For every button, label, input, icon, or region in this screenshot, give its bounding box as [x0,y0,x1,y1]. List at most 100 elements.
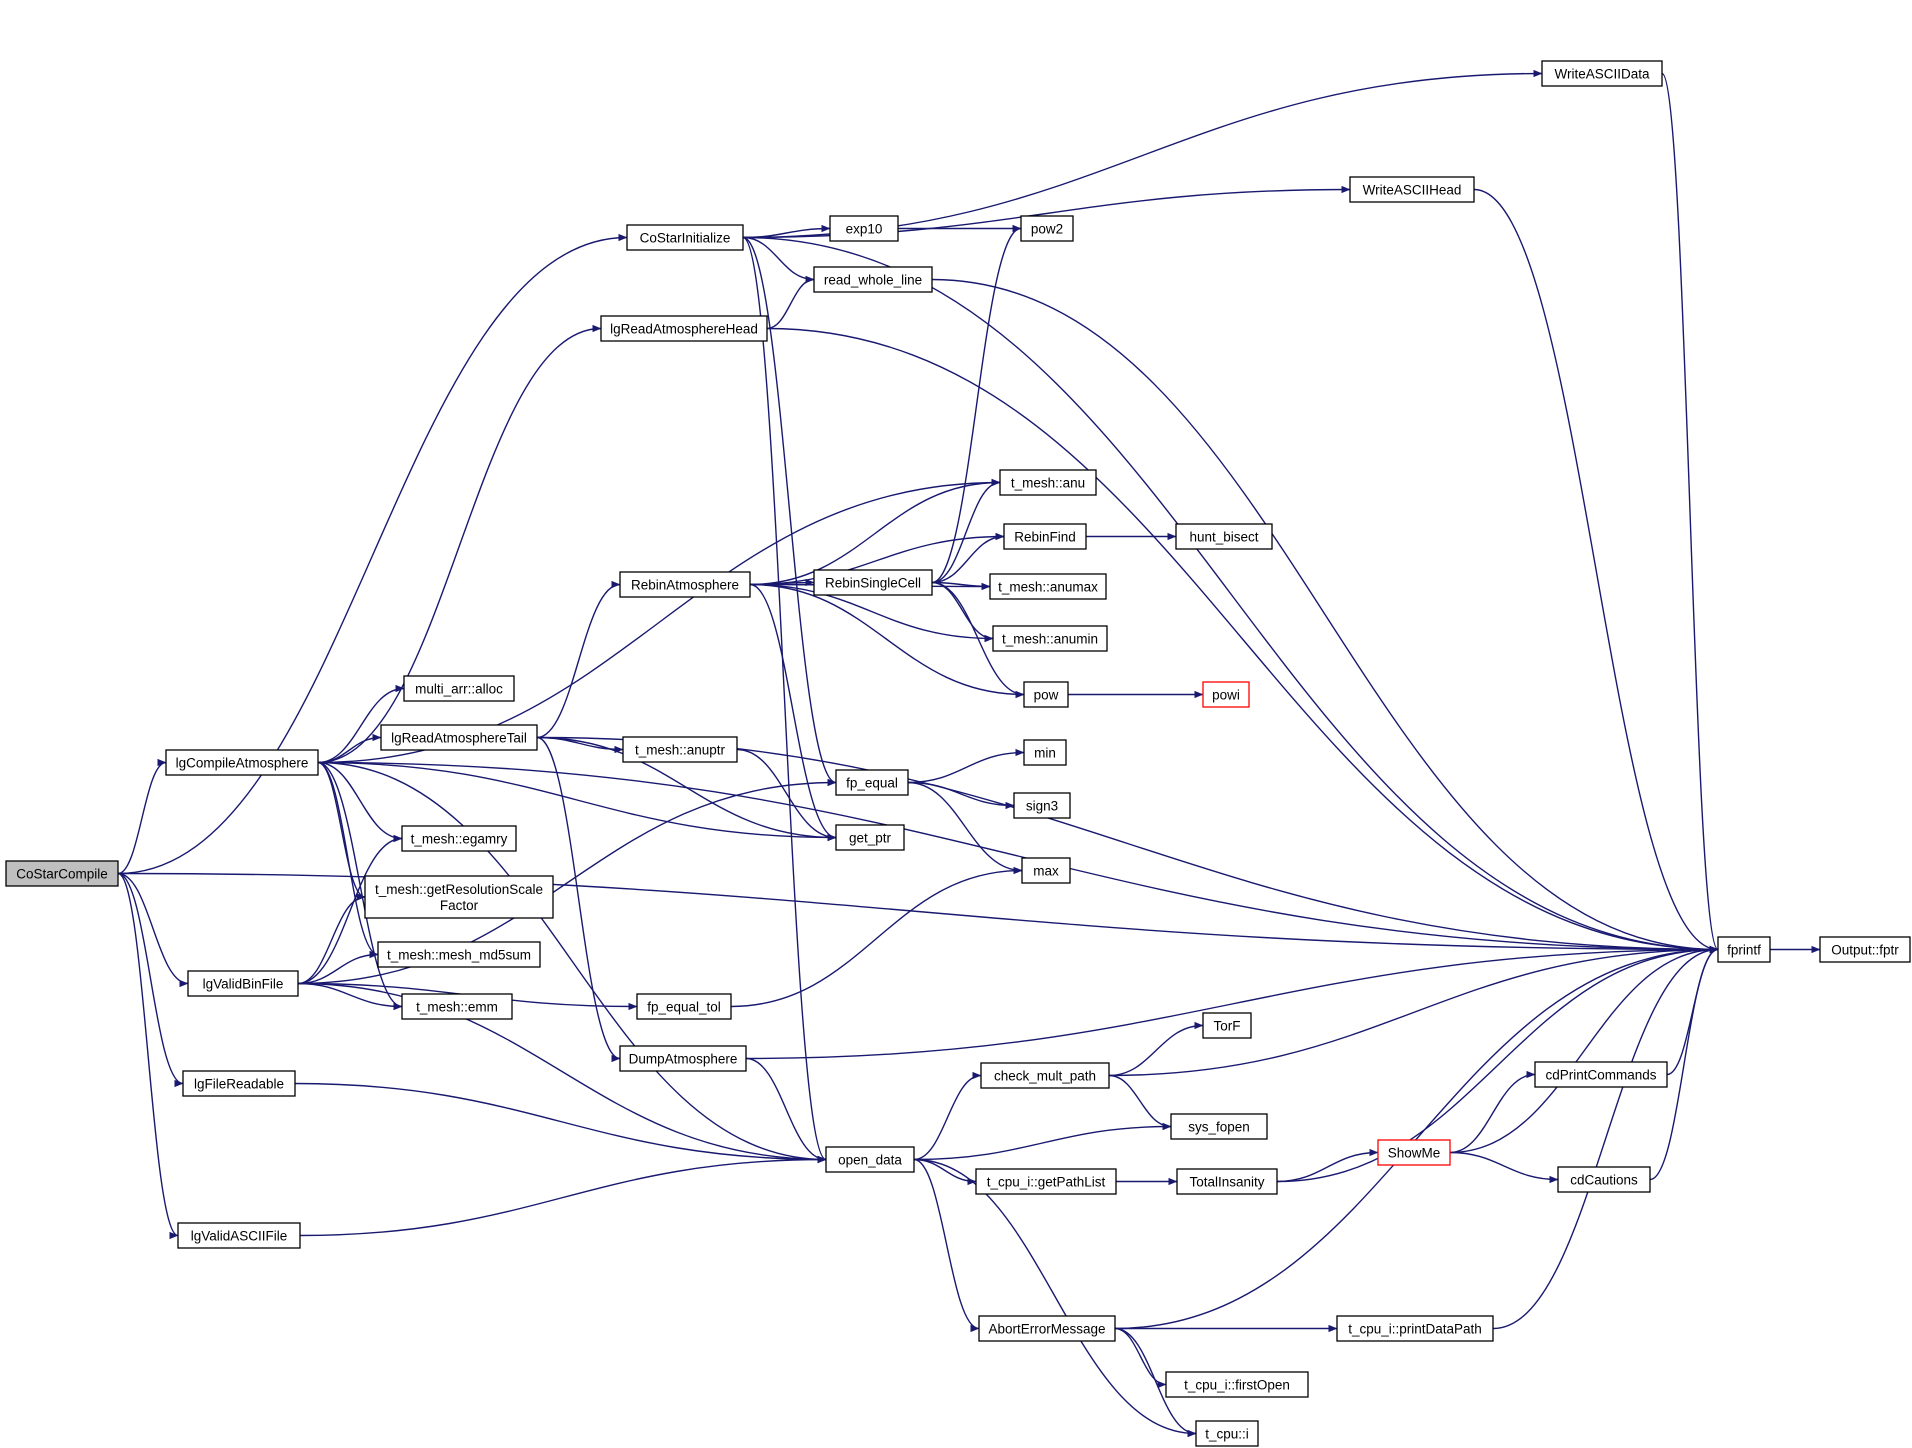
node-box [1819,936,1911,963]
node-sys-fopen[interactable]: sys_fopen [1170,1113,1268,1140]
node-lgfilereadable[interactable]: lgFileReadable [182,1070,296,1097]
node-rebinfind[interactable]: RebinFind [1003,523,1087,550]
node-cdprintcommands[interactable]: cdPrintCommands [1534,1061,1668,1088]
node-torf[interactable]: TorF [1202,1012,1252,1039]
node-label: t_mesh::anumin [1002,632,1098,647]
node-box [1202,681,1250,708]
node-label: sys_fopen [1188,1120,1250,1135]
node-check-mult-path[interactable]: check_mult_path [980,1062,1110,1089]
node-fprintf[interactable]: fprintf [1717,936,1771,963]
node-t-mesh-anumin[interactable]: t_mesh::anumin [992,625,1108,652]
node-sign3[interactable]: sign3 [1013,792,1071,819]
node-writeasciihead[interactable]: WriteASCIIHead [1349,176,1475,203]
node-label: cdPrintCommands [1545,1068,1656,1083]
node-max[interactable]: max [1021,857,1071,884]
node-label: fp_equal [846,776,898,791]
node-t-mesh-anumax[interactable]: t_mesh::anumax [989,573,1107,600]
node-rebinatmosphere[interactable]: RebinAtmosphere [619,571,751,598]
edge-lgreadatmospheretail-to-fprintf [536,736,1719,954]
node-aborterrormessage[interactable]: AbortErrorMessage [978,1315,1116,1342]
node-box [619,1045,747,1072]
edge-writeasciihead-to-fprintf [1473,188,1719,954]
edge-showme-to-fprintf [1449,945,1719,1154]
edge-open-data-to-check-mult-path [913,1071,982,1161]
edge-rebinsinglecell-to-pow [931,581,1025,699]
node-box [1195,1420,1259,1447]
edge-dumpatmosphere-to-open-data [745,1057,827,1164]
node-t-cpu-i-firstopen[interactable]: t_cpu_i::firstOpen [1165,1371,1309,1398]
node-label: DumpAtmosphere [629,1052,738,1067]
edge-lgcompileatmosphere-to-t-mesh-md5 [317,761,379,959]
node-t-mesh-anuptr[interactable]: t_mesh::anuptr [622,736,738,763]
node-fp-equal[interactable]: fp_equal [835,769,909,796]
node-lgreadatmospheretail[interactable]: lgReadAtmosphereTail [380,724,538,751]
node-label: min [1034,746,1056,761]
edge-costarcompile-to-lgvalidbinfile [117,872,189,988]
node-writeasciidata[interactable]: WriteASCIIData [1541,60,1663,87]
node-pow2[interactable]: pow2 [1020,215,1074,242]
node-t-mesh-anu[interactable]: t_mesh::anu [999,469,1097,496]
edge-rebinsinglecell-to-pow2 [931,224,1022,584]
node-label: fprintf [1727,943,1761,958]
node-box [165,749,319,776]
node-t-mesh-emm[interactable]: t_mesh::emm [401,993,513,1020]
node-multi-arr-alloc[interactable]: multi_arr::alloc [403,675,515,702]
node-lgcompileatmosphere[interactable]: lgCompileAtmosphere [165,749,319,776]
edge-t-mesh-anuptr-to-get-ptr [736,748,837,842]
node-fp-equal-tol[interactable]: fp_equal_tol [636,993,732,1020]
node-get-ptr[interactable]: get_ptr [835,824,905,851]
edge-fp-equal-tol-to-max [730,866,1023,1008]
node-label: multi_arr::alloc [415,682,503,697]
node-read-whole-line[interactable]: read_whole_line [813,266,933,293]
node-label: lgValidBinFile [203,977,284,992]
edge-lgcompileatmosphere-to-t-mesh-egamry [317,761,403,843]
node-t-cpu-i-printdatapath[interactable]: t_cpu_i::printDataPath [1336,1315,1494,1342]
node-box [825,1146,915,1173]
edge-open-data-to-t-cpu-i [913,1158,1197,1438]
node-exp10[interactable]: exp10 [829,215,899,242]
node-cdcautions[interactable]: cdCautions [1557,1166,1651,1193]
node-label: TorF [1214,1019,1241,1034]
edge-lgcompileatmosphere-to-t-mesh-emm [317,761,403,1011]
node-t-mesh-md5[interactable]: t_mesh::mesh_md5sum [377,941,541,968]
edge-costarcompile-to-costarinitialize [117,233,628,875]
node-box [1003,523,1087,550]
node-box [401,993,513,1020]
node-label: powi [1212,688,1240,703]
node-pow[interactable]: pow [1023,681,1069,708]
edge-fp-equal-to-max [907,781,1023,875]
node-box [1534,1061,1668,1088]
edge-showme-to-cdcautions [1449,1151,1559,1184]
node-min[interactable]: min [1023,739,1067,766]
node-label: t_mesh::egamry [411,832,508,847]
node-label: t_mesh::anuptr [635,743,726,758]
node-label: t_cpu_i::printDataPath [1348,1322,1482,1337]
node-lgvalidbinfile[interactable]: lgValidBinFile [187,970,299,997]
node-powi[interactable]: powi [1202,681,1250,708]
node-totalinsanity[interactable]: TotalInsanity [1176,1168,1278,1195]
node-costarcompile[interactable]: CoStarCompile [5,860,119,887]
edge-costarinitialize-to-exp10 [742,224,831,239]
edge-rebinatmosphere-to-pow [749,583,1025,699]
node-open-data[interactable]: open_data [825,1146,915,1173]
node-box [835,769,909,796]
node-t-mesh-egamry[interactable]: t_mesh::egamry [401,825,517,852]
node-dumpatmosphere[interactable]: DumpAtmosphere [619,1045,747,1072]
node-label: hunt_bisect [1189,530,1258,545]
node-hunt-bisect[interactable]: hunt_bisect [1175,523,1273,550]
node-showme[interactable]: ShowMe [1377,1139,1451,1166]
node-output-fptr[interactable]: Output::fptr [1819,936,1911,963]
node-lgreadatmospherehead[interactable]: lgReadAtmosphereHead [600,315,768,342]
node-rebinsinglecell[interactable]: RebinSingleCell [813,569,933,596]
node-lgvalidasciifile[interactable]: lgValidASCIIFile [177,1222,301,1249]
node-box [403,675,515,702]
node-t-cpu-i-getpathlist[interactable]: t_cpu_i::getPathList [975,1168,1117,1195]
edge-lgfilereadable-to-open-data [294,1082,827,1164]
node-costarinitialize[interactable]: CoStarInitialize [626,224,744,251]
node-box [177,1222,301,1249]
edge-costarcompile-to-lgcompileatmosphere [117,758,167,875]
node-t-cpu-i[interactable]: t_cpu::i [1195,1420,1259,1447]
node-label: pow [1034,688,1059,703]
